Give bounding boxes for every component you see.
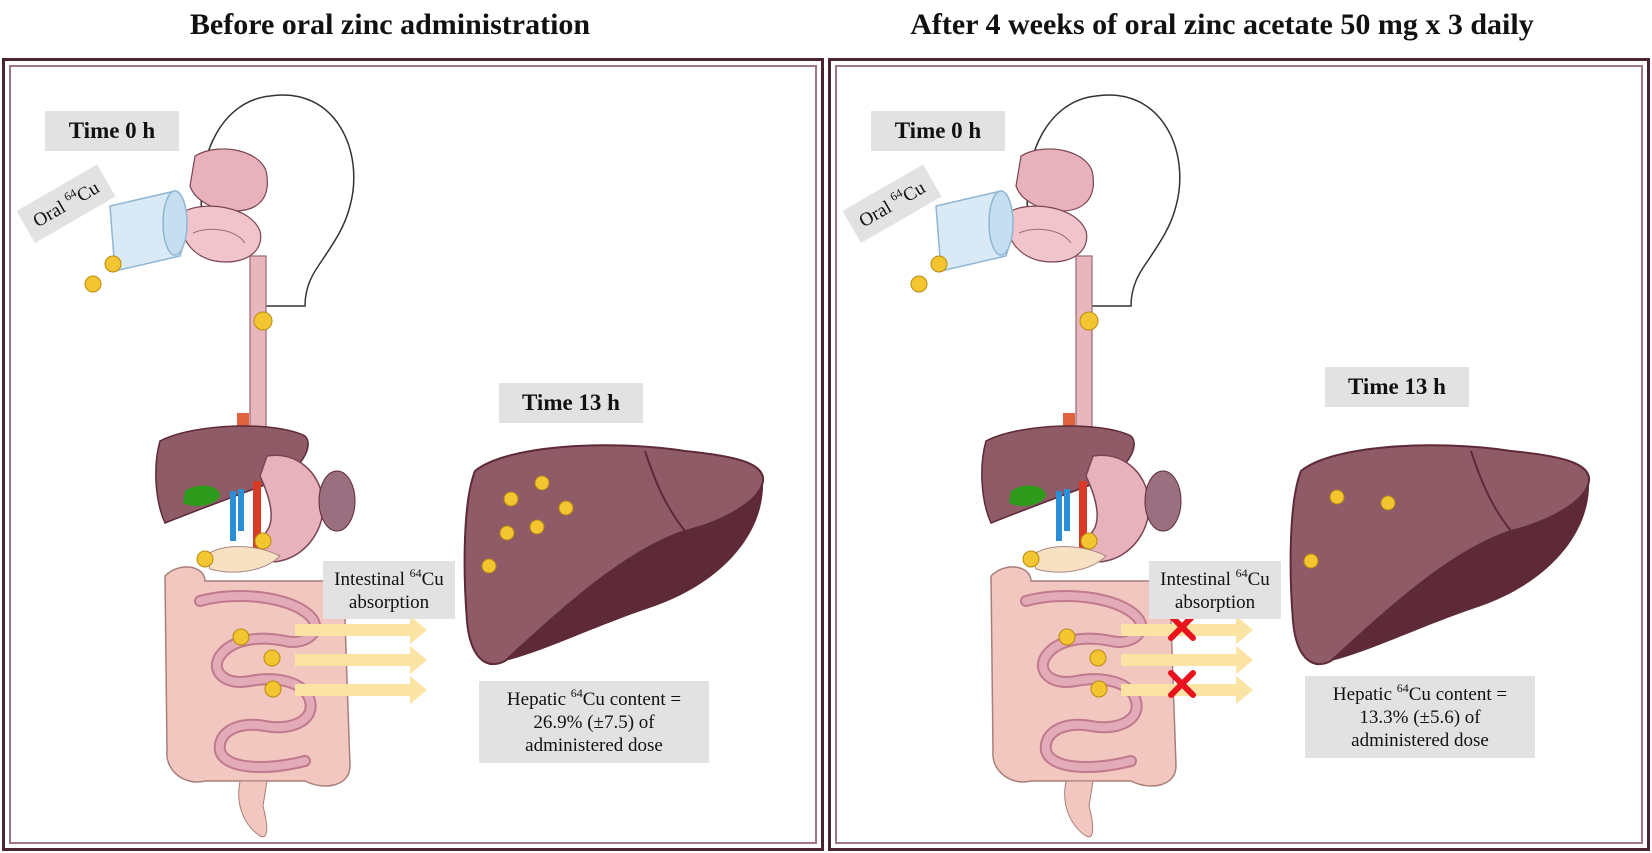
stomach [259, 454, 324, 563]
hepatic-value: 26.9% (±7.5) of [533, 712, 655, 734]
intestinal-text: Intestinal [334, 568, 405, 590]
panel-before: Time 0 h Oral 64Cu Intestinal 64Cu absor… [2, 58, 824, 851]
isotope-element: Cu [73, 177, 104, 207]
gallbladder [1009, 485, 1046, 507]
absorption-text: absorption [348, 591, 430, 613]
stomach [1085, 454, 1150, 563]
heading-after: After 4 weeks of oral zinc acetate 50 mg… [910, 8, 1534, 41]
panel-after: Time 0 h Oral 64Cu Intestinal 64Cu absor… [828, 58, 1650, 851]
hepatic-content-label: Hepatic 64Cu content = 26.9% (±7.5) of a… [479, 681, 709, 763]
hepatic-text: Hepatic [1332, 684, 1392, 706]
absorption-arrows [295, 616, 427, 704]
intestinal-absorption-label: Intestinal 64Cu absorption [1149, 561, 1281, 619]
mouth-tongue [182, 205, 262, 263]
gallbladder [183, 485, 220, 507]
time-start-label: Time 0 h [871, 111, 1005, 151]
mouth-tongue [1008, 205, 1088, 263]
intestinal-text: Intestinal [1160, 568, 1231, 590]
anatomy-illustration-before [84, 94, 765, 838]
time-start-label: Time 0 h [45, 111, 179, 151]
time-end-label: Time 13 h [1325, 367, 1469, 407]
head-outline [1026, 94, 1181, 307]
hepatic-content-label: Hepatic 64Cu content = 13.3% (±5.6) of a… [1305, 676, 1535, 758]
time-end-label: Time 13 h [499, 383, 643, 423]
nasal-cavity [1015, 148, 1094, 212]
head-outline [200, 94, 355, 307]
isotope-element: Cu [899, 177, 930, 207]
hepatic-tail: administered dose [525, 734, 663, 756]
copper-particles [910, 255, 1396, 698]
blocked-cross-icon [1168, 613, 1196, 698]
nasal-cavity [189, 148, 268, 212]
hepatic-value: 13.3% (±5.6) of [1359, 707, 1481, 729]
heading-before: Before oral zinc administration [189, 8, 591, 41]
hepatic-tail: administered dose [1351, 729, 1489, 751]
hepatic-text: Hepatic [506, 689, 566, 711]
intestinal-absorption-label: Intestinal 64Cu absorption [323, 561, 455, 619]
absorption-text: absorption [1174, 591, 1256, 613]
copper-particles [84, 255, 574, 698]
anatomy-illustration-after [910, 94, 1591, 838]
